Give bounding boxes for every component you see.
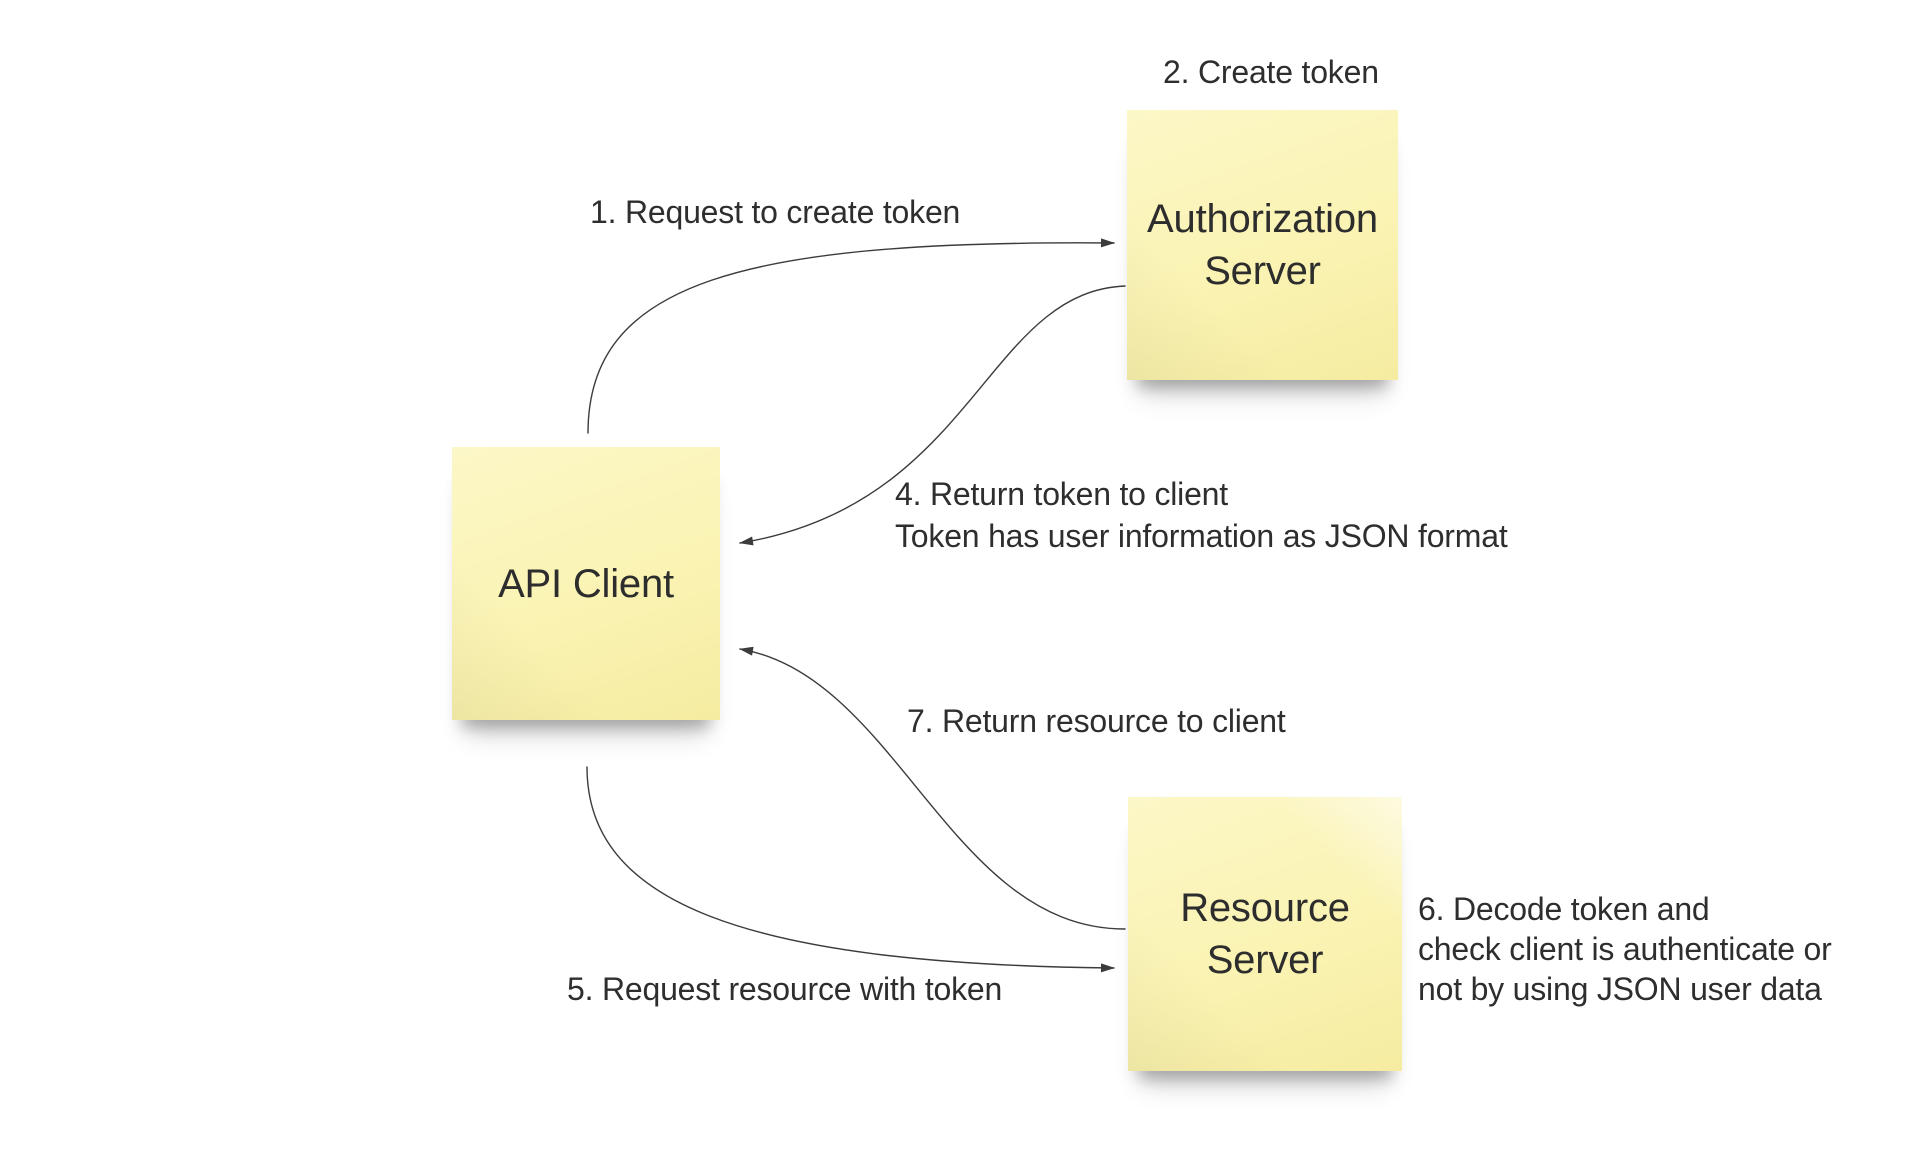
note-title-line: Resource bbox=[1180, 886, 1350, 930]
sticky-note-api-client[interactable]: API Client bbox=[452, 447, 720, 720]
flow-label-step-7[interactable]: 7. Return resource to client bbox=[907, 703, 1286, 739]
flow-label-step-1[interactable]: 1. Request to create token bbox=[590, 194, 961, 230]
flow-label-step-2[interactable]: 2. Create token bbox=[1163, 54, 1379, 90]
flow-label-step-6[interactable]: 6. Decode token and check client is auth… bbox=[1418, 889, 1832, 1009]
flow-label-line: Token has user information as JSON forma… bbox=[895, 518, 1508, 554]
flow-label-step-4[interactable]: 4. Return token to client Token has user… bbox=[895, 473, 1508, 557]
flow-label-line: not by using JSON user data bbox=[1418, 971, 1822, 1007]
sticky-note-resource-server[interactable]: Resource Server bbox=[1128, 797, 1402, 1071]
note-title-line: API Client bbox=[498, 561, 674, 606]
note-title-line: Server bbox=[1206, 938, 1324, 982]
note-title-line: Server bbox=[1204, 249, 1321, 293]
note-title-line: Authorization bbox=[1147, 197, 1378, 241]
connector-4-return-token-to-client[interactable] bbox=[739, 285, 1126, 546]
flow-label-line: 4. Return token to client bbox=[895, 476, 1228, 512]
sticky-note-authorization-server[interactable]: Authorization Server bbox=[1127, 110, 1398, 380]
connector-1-request-to-create-token[interactable] bbox=[587, 238, 1115, 434]
flow-label-line: 6. Decode token and bbox=[1418, 891, 1710, 927]
connector-7-return-resource-to-client[interactable] bbox=[739, 646, 1126, 930]
flow-label-step-5[interactable]: 5. Request resource with token bbox=[567, 971, 1003, 1007]
flow-label-line: check client is authenticate or bbox=[1418, 931, 1832, 967]
connector-5-request-resource-with-token[interactable] bbox=[586, 766, 1115, 973]
